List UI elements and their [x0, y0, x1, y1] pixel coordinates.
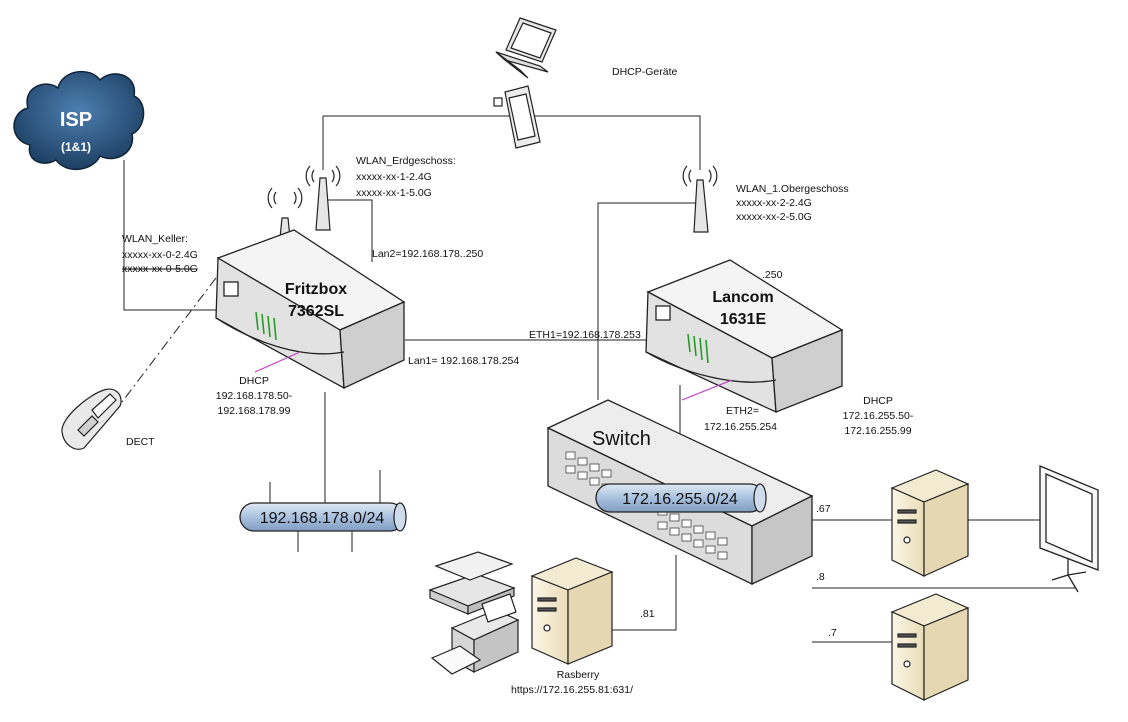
- fritzbox-name: Fritzbox: [285, 281, 347, 298]
- dect-label: DECT: [126, 436, 155, 448]
- tablet-icon: [493, 85, 541, 149]
- svg-text:xxxxx-xx-0-5.0G: xxxxx-xx-0-5.0G: [122, 263, 198, 275]
- svg-text:xxxxx-xx-2-2.4G: xxxxx-xx-2-2.4G: [736, 197, 812, 209]
- network-left-label: 192.168.178.0/24: [260, 510, 385, 527]
- svg-text:192.168.178.50-: 192.168.178.50-: [216, 390, 293, 402]
- lancom-name: Lancom: [712, 289, 773, 306]
- server-icon: [890, 469, 970, 577]
- line-dhcp-bus: [323, 115, 701, 170]
- wlan-keller-label: WLAN_Keller: xxxxx-xx-0-2.4G xxxxx-xx-0-…: [122, 233, 198, 275]
- line-rasberry: [612, 555, 677, 631]
- eth2-label: ETH2= 172.16.255.254: [704, 405, 777, 433]
- network-pipe-right: 172.16.255.0/24: [595, 483, 767, 513]
- addr-7-label: .7: [828, 627, 837, 639]
- lancom-addr: .250: [762, 269, 783, 281]
- line-og-antenna: [597, 202, 700, 400]
- network-right-label: 172.16.255.0/24: [622, 491, 738, 508]
- laptop-icon: [495, 17, 557, 79]
- server-icon: [890, 593, 970, 701]
- lancom-model: 1631E: [720, 311, 767, 328]
- svg-text:172.16.255.99: 172.16.255.99: [844, 425, 911, 437]
- rasberry-label: Rasberry https://172.16.255.81:631/: [511, 669, 633, 696]
- cloud-icon: [13, 70, 145, 170]
- dhcp-devices-label: DHCP-Geräte: [612, 66, 678, 78]
- dhcp-right-label: DHCP 172.16.255.50- 172.16.255.99: [843, 395, 914, 437]
- wlan-og-label: WLAN_1.Obergeschoss xxxxx-xx-2-2.4G xxxx…: [736, 183, 849, 223]
- router-icon: [215, 229, 406, 390]
- svg-text:DHCP: DHCP: [863, 395, 893, 407]
- switch-label: Switch: [592, 428, 651, 450]
- lan2-label: Lan2=192.168.178..250: [372, 248, 483, 260]
- isp-cloud: ISP (1&1): [13, 70, 145, 170]
- addr-8-label: .8: [816, 571, 825, 583]
- svg-text:192.168.178.99: 192.168.178.99: [218, 405, 291, 417]
- svg-text:xxxxx-xx-1-5.0G: xxxxx-xx-1-5.0G: [356, 187, 432, 199]
- addr-67-label: .67: [816, 503, 831, 515]
- svg-text:xxxxx-xx-1-2.4G: xxxxx-xx-1-2.4G: [356, 171, 432, 183]
- svg-text:https://172.16.255.81:631/: https://172.16.255.81:631/: [511, 684, 633, 696]
- line-isp-fritzbox: [123, 160, 218, 311]
- svg-text:Rasberry: Rasberry: [557, 669, 600, 681]
- projector-screen-icon: [1039, 465, 1099, 593]
- svg-text:172.16.255.50-: 172.16.255.50-: [843, 410, 914, 422]
- dhcp-left-label: DHCP 192.168.178.50- 192.168.178.99: [216, 375, 293, 417]
- svg-text:xxxxx-xx-0-2.4G: xxxxx-xx-0-2.4G: [122, 249, 198, 261]
- antenna-icon: [682, 165, 718, 233]
- eth1-label: ETH1=192.168.178.253: [529, 329, 641, 341]
- wlan-eg-label: WLAN_Erdgeschoss: xxxxx-xx-1-2.4G xxxxx-…: [356, 155, 456, 199]
- svg-text:ETH2=: ETH2=: [726, 405, 759, 417]
- line-eg-antenna: [323, 199, 373, 262]
- svg-text:DHCP: DHCP: [239, 375, 269, 387]
- router-icon: [645, 259, 844, 414]
- addr-81-label: .81: [640, 608, 655, 620]
- lan1-label: Lan1= 192.168.178.254: [408, 355, 519, 367]
- printer-icon: [430, 593, 520, 675]
- server-icon: [530, 557, 614, 665]
- svg-text:WLAN_1.Obergeschoss: WLAN_1.Obergeschoss: [736, 183, 849, 195]
- network-pipe-left: 192.168.178.0/24: [239, 502, 407, 532]
- fritzbox-model: 7362SL: [288, 303, 344, 320]
- dect-phone-icon: [61, 388, 122, 450]
- svg-text:WLAN_Keller:: WLAN_Keller:: [122, 233, 188, 245]
- svg-text:WLAN_Erdgeschoss:: WLAN_Erdgeschoss:: [356, 155, 456, 167]
- isp-subtitle: (1&1): [61, 140, 91, 154]
- svg-text:xxxxx-xx-2-5.0G: xxxxx-xx-2-5.0G: [736, 211, 812, 223]
- svg-text:172.16.255.254: 172.16.255.254: [704, 421, 777, 433]
- antenna-icon: [305, 165, 341, 231]
- isp-title: ISP: [60, 109, 92, 131]
- line-dect: [121, 261, 229, 403]
